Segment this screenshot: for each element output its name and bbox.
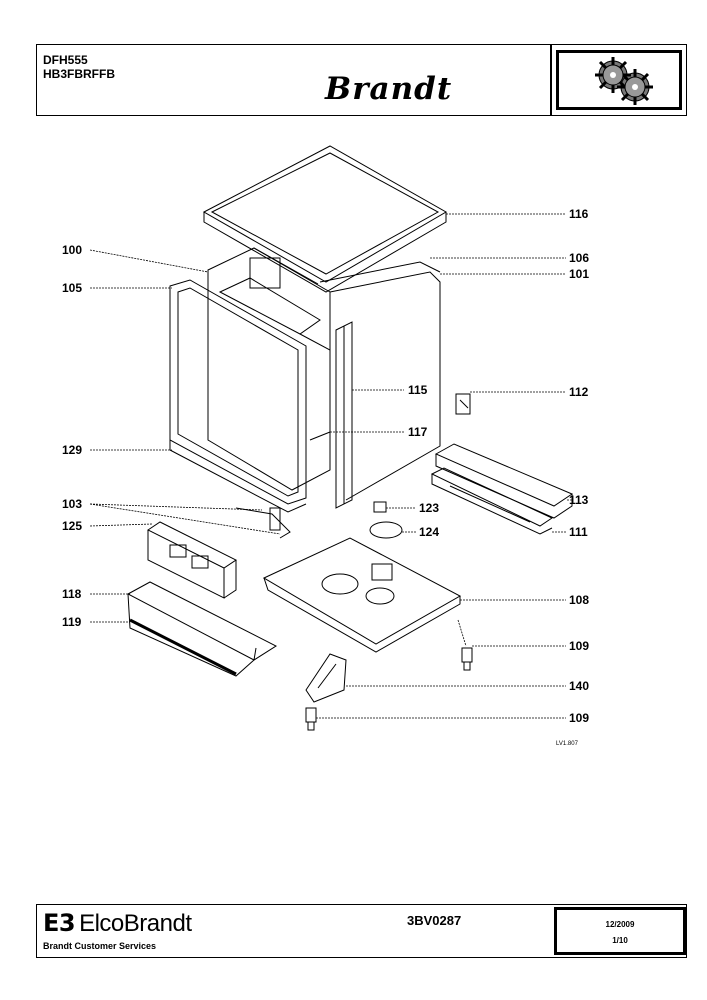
date-page-box: 12/2009 1/10 [554,907,686,955]
part-label: 105 [62,281,83,295]
model-code-2: HB3FBRFFB [43,67,115,81]
worktop-116 [202,145,448,293]
cabinet-body [207,247,441,501]
part-label: 106 [569,251,590,265]
foot-109-b [305,707,317,731]
door-105 [169,277,321,513]
drawing-reference: LV1.807 [556,741,578,747]
part-label: 123 [419,501,440,515]
cover-124 [369,521,403,539]
gears-logo-box [556,50,682,110]
part-label: 113 [569,493,589,507]
header-title-block: DFH555 HB3FBRFFB Brandt [36,44,687,116]
kickplate-118 [126,581,278,677]
part-123 [373,501,387,513]
hinge-103 [235,507,291,539]
part-label: 115 [408,383,428,397]
part-label: 103 [62,497,83,511]
control-unit-125 [147,521,237,599]
side-panel-115 [335,321,353,509]
part-label: 109 [569,639,590,653]
rail-113 [434,443,574,519]
header-divider [550,45,552,115]
brand-name: ElcoBrandt [79,910,192,937]
part-label: 109 [569,711,590,725]
part-label: 111 [569,525,588,539]
foot-109-a [461,647,473,671]
part-label: 117 [408,425,428,439]
part-label: 129 [62,443,83,457]
part-label: 112 [569,385,589,399]
base-108 [262,537,462,653]
part-label: 119 [62,615,82,629]
model-code-1: DFH555 [43,53,88,67]
brandt-logo: Brandt [325,71,453,107]
part-label: 101 [569,267,590,281]
document-reference: 3BV0287 [407,913,462,928]
document-date: 12/2009 [605,920,635,929]
seal-strip-119 [129,618,237,676]
part-label: 140 [569,679,590,693]
inner-panel-117 [299,333,331,441]
gears-icon [583,55,663,107]
bracket-140 [305,653,347,703]
rail-111 [430,467,554,535]
part-label: 124 [419,525,440,539]
page-number: 1/10 [612,936,628,945]
part-label: 116 [569,207,589,221]
part-label: 108 [569,593,590,607]
part-label: 118 [62,587,82,601]
part-label: 100 [62,243,83,257]
customer-services-text: Brandt Customer Services [43,941,157,951]
elcobrandt-mark-icon: E3 [43,909,76,937]
model-codes: DFH555 HB3FBRFFB [43,53,115,81]
leader-lines [89,213,572,719]
part-label: 125 [62,519,83,533]
clip-112 [455,393,471,415]
